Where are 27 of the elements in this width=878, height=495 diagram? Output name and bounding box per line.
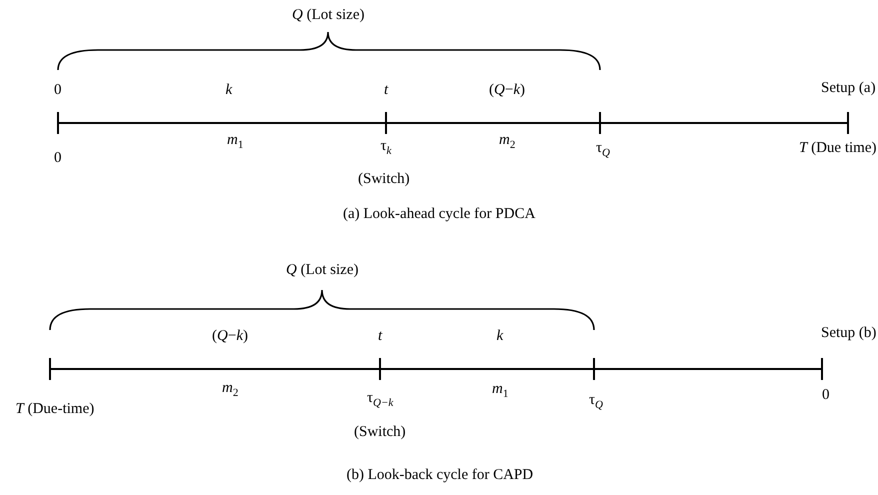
switch-label: (Switch) [358,172,410,186]
segment-label: m$_{2}$ [222,380,238,396]
tick-label: τ$_{Q}$ [596,140,610,156]
segment-label: (Q−k) [489,82,525,98]
caption: (b) Look-back cycle for CAPD [346,468,534,482]
brace-label: Q (Lot size) [292,8,364,22]
segment-label: k [496,328,504,344]
segment-label: k [226,82,232,98]
segment-label: m$_{2}$ [499,132,516,148]
segment-label: m$_{1}$ [227,132,244,148]
tick-label: τ$_{Q}$ [589,392,603,408]
due-time-label: T (Due time) [799,140,876,156]
tick-label: 0 [54,82,62,98]
segment-label: (Q−k) [212,328,248,344]
due-time-label: T (Due-time) [16,402,94,416]
segment-label: m$_{1}$ [492,382,508,396]
tick-label: 0 [822,388,830,402]
setup-label: Setup (a) [821,80,876,96]
tick-label: 0 [54,150,62,166]
tick-label: t [384,82,388,98]
brace-label: Q (Lot size) [286,262,358,278]
tick-label: τ$_{k}$ [380,138,392,154]
setup-label: Setup (b) [821,326,876,340]
tick-label: τ$_{Q−k}$ [367,390,394,406]
tick-label: t [378,328,382,344]
caption: (a) Look-ahead cycle for PDCA [343,206,536,222]
switch-label: (Switch) [354,424,406,440]
